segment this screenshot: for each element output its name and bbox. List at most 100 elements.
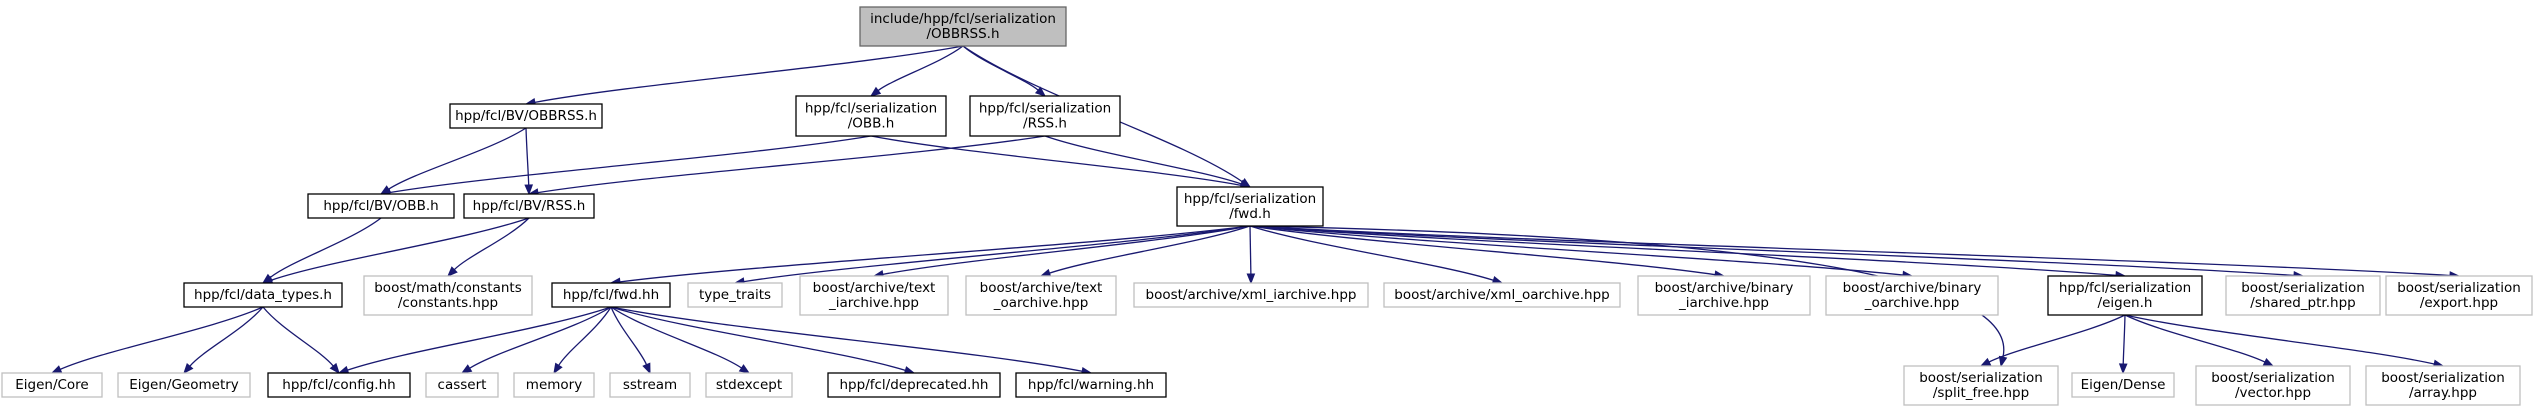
arrowhead — [1034, 86, 1047, 97]
edge-fcl_fwd-to-deprecated — [610, 306, 916, 375]
edge-ser_fwd-to-xml_oarchive — [1249, 225, 1504, 285]
node-box — [449, 103, 603, 129]
node-box — [1, 372, 103, 398]
node-label: type_traits — [699, 287, 771, 303]
node-sstream: sstream — [609, 372, 691, 398]
node-label: /export.hpp — [2420, 295, 2498, 311]
node-box — [2225, 275, 2381, 316]
node-label: sstream — [623, 377, 677, 393]
edge-ser_fwd-to-xml_iarchive — [1246, 225, 1256, 285]
node-shared-ptr: boost/serialization/shared_ptr.hpp — [2225, 275, 2381, 316]
node-ser-eigen[interactable]: hpp/fcl/serialization/eigen.h — [2047, 275, 2203, 316]
edge-data_types-to-config — [262, 306, 340, 375]
edge-line — [525, 127, 530, 186]
node-bv-obb[interactable]: hpp/fcl/BV/OBB.h — [307, 193, 455, 219]
node-label: hpp/fcl/config.hh — [282, 377, 395, 393]
node-label: _iarchive.hpp — [828, 295, 919, 311]
node-label: hpp/fcl/BV/OBBRSS.h — [455, 108, 597, 124]
edge-line — [388, 127, 527, 190]
node-label: hpp/fcl/serialization — [805, 101, 937, 117]
edge-bv_obbrss-to-bv_rss — [524, 127, 534, 196]
edge-ser_obb-to-ser_fwd — [870, 135, 1252, 190]
edge-line — [743, 225, 1251, 283]
edge-fcl_fwd-to-cassert — [460, 306, 612, 374]
edge-line — [558, 306, 612, 366]
node-box — [799, 275, 949, 316]
node-box — [1133, 282, 1369, 308]
node-bv-obbrss[interactable]: hpp/fcl/BV/OBBRSS.h — [449, 103, 603, 129]
node-text-iarchive: boost/archive/text_iarchive.hpp — [799, 275, 949, 316]
arrowhead — [1998, 355, 2008, 368]
node-deprecated[interactable]: hpp/fcl/deprecated.hh — [827, 372, 1001, 398]
arrowhead — [869, 86, 882, 97]
node-box — [513, 372, 595, 398]
edge-line — [189, 306, 264, 367]
edge-line — [269, 217, 382, 279]
node-label: _oarchive.hpp — [1864, 295, 1960, 311]
edge-line — [1249, 225, 1252, 275]
edge-line — [537, 135, 1046, 194]
node-config[interactable]: hpp/fcl/config.hh — [267, 372, 411, 398]
edge-line — [59, 306, 264, 370]
node-math-constants: boost/math/constants/constants.hpp — [363, 275, 533, 316]
node-label: /vector.hpp — [2235, 385, 2311, 401]
node-bv-rss[interactable]: hpp/fcl/BV/RSS.h — [463, 193, 595, 219]
node-ser-obb[interactable]: hpp/fcl/serialization/OBB.h — [795, 95, 947, 137]
node-label: _iarchive.hpp — [1678, 295, 1769, 311]
node-label: hpp/fcl/deprecated.hh — [840, 377, 989, 393]
node-label: hpp/fcl/serialization — [979, 101, 1111, 117]
edge-line — [870, 135, 1242, 186]
node-stdexcept: stdexcept — [705, 372, 793, 398]
node-binary-iarchive: boost/archive/binary_iarchive.hpp — [1637, 275, 1811, 316]
node-box — [183, 282, 343, 308]
node-eigen-core: Eigen/Core — [1, 372, 103, 398]
edge-line — [882, 225, 1251, 275]
edge-ser_obb-to-bv_obb — [379, 135, 872, 197]
edge-line — [534, 45, 964, 103]
node-ser-fwd[interactable]: hpp/fcl/serialization/fwd.h — [1176, 186, 1324, 227]
node-box — [965, 275, 1117, 316]
node-box — [859, 6, 1067, 47]
arrowhead — [524, 184, 534, 196]
edge-line — [262, 306, 334, 367]
edge-root-to-ser_obb — [869, 45, 964, 97]
node-array: boost/serialization/array.hpp — [2365, 365, 2521, 406]
edge-line — [1249, 225, 2117, 276]
node-box — [1903, 365, 2059, 406]
arrowhead — [460, 364, 473, 374]
node-box — [2365, 365, 2521, 406]
node-box — [687, 282, 783, 308]
node-box — [705, 372, 793, 398]
edge-line — [1249, 225, 1904, 276]
node-fcl-fwd[interactable]: hpp/fcl/fwd.hh — [551, 282, 671, 308]
edge-line — [1044, 135, 1242, 185]
edge-line — [1249, 225, 2005, 358]
node-eigen-geometry: Eigen/Geometry — [117, 372, 251, 398]
node-data-types[interactable]: hpp/fcl/data_types.h — [183, 282, 343, 308]
node-label: /array.hpp — [2409, 385, 2477, 401]
arrowhead — [183, 362, 194, 375]
node-xml-oarchive: boost/archive/xml_oarchive.hpp — [1383, 282, 1621, 308]
node-label: boost/math/constants — [374, 280, 522, 296]
arrowhead — [1246, 273, 1256, 285]
node-ser-rss[interactable]: hpp/fcl/serialization/RSS.h — [969, 95, 1121, 137]
node-label: boost/serialization — [2381, 370, 2505, 386]
arrowhead — [2118, 363, 2128, 375]
edge-line — [453, 217, 530, 271]
node-label: /eigen.h — [2098, 295, 2153, 311]
node-label: /constants.hpp — [398, 295, 498, 311]
edge-line — [2122, 314, 2126, 365]
node-box — [1015, 372, 1167, 398]
node-label: /OBB.h — [848, 116, 895, 132]
edge-ser_eigen-to-vector — [2124, 314, 2275, 367]
edge-fcl_fwd-to-config — [337, 306, 612, 375]
arrowhead — [1979, 357, 1992, 367]
edge-line — [877, 45, 964, 92]
node-xml-iarchive: boost/archive/xml_iarchive.hpp — [1133, 282, 1369, 308]
node-label: boost/archive/binary — [1843, 280, 1982, 296]
node-warning[interactable]: hpp/fcl/warning.hh — [1015, 372, 1167, 398]
node-box — [827, 372, 1001, 398]
arrowhead — [738, 364, 751, 374]
edge-fcl_fwd-to-stdexcept — [610, 306, 751, 374]
edge-ser_eigen-to-eigen_dense — [2118, 314, 2128, 375]
